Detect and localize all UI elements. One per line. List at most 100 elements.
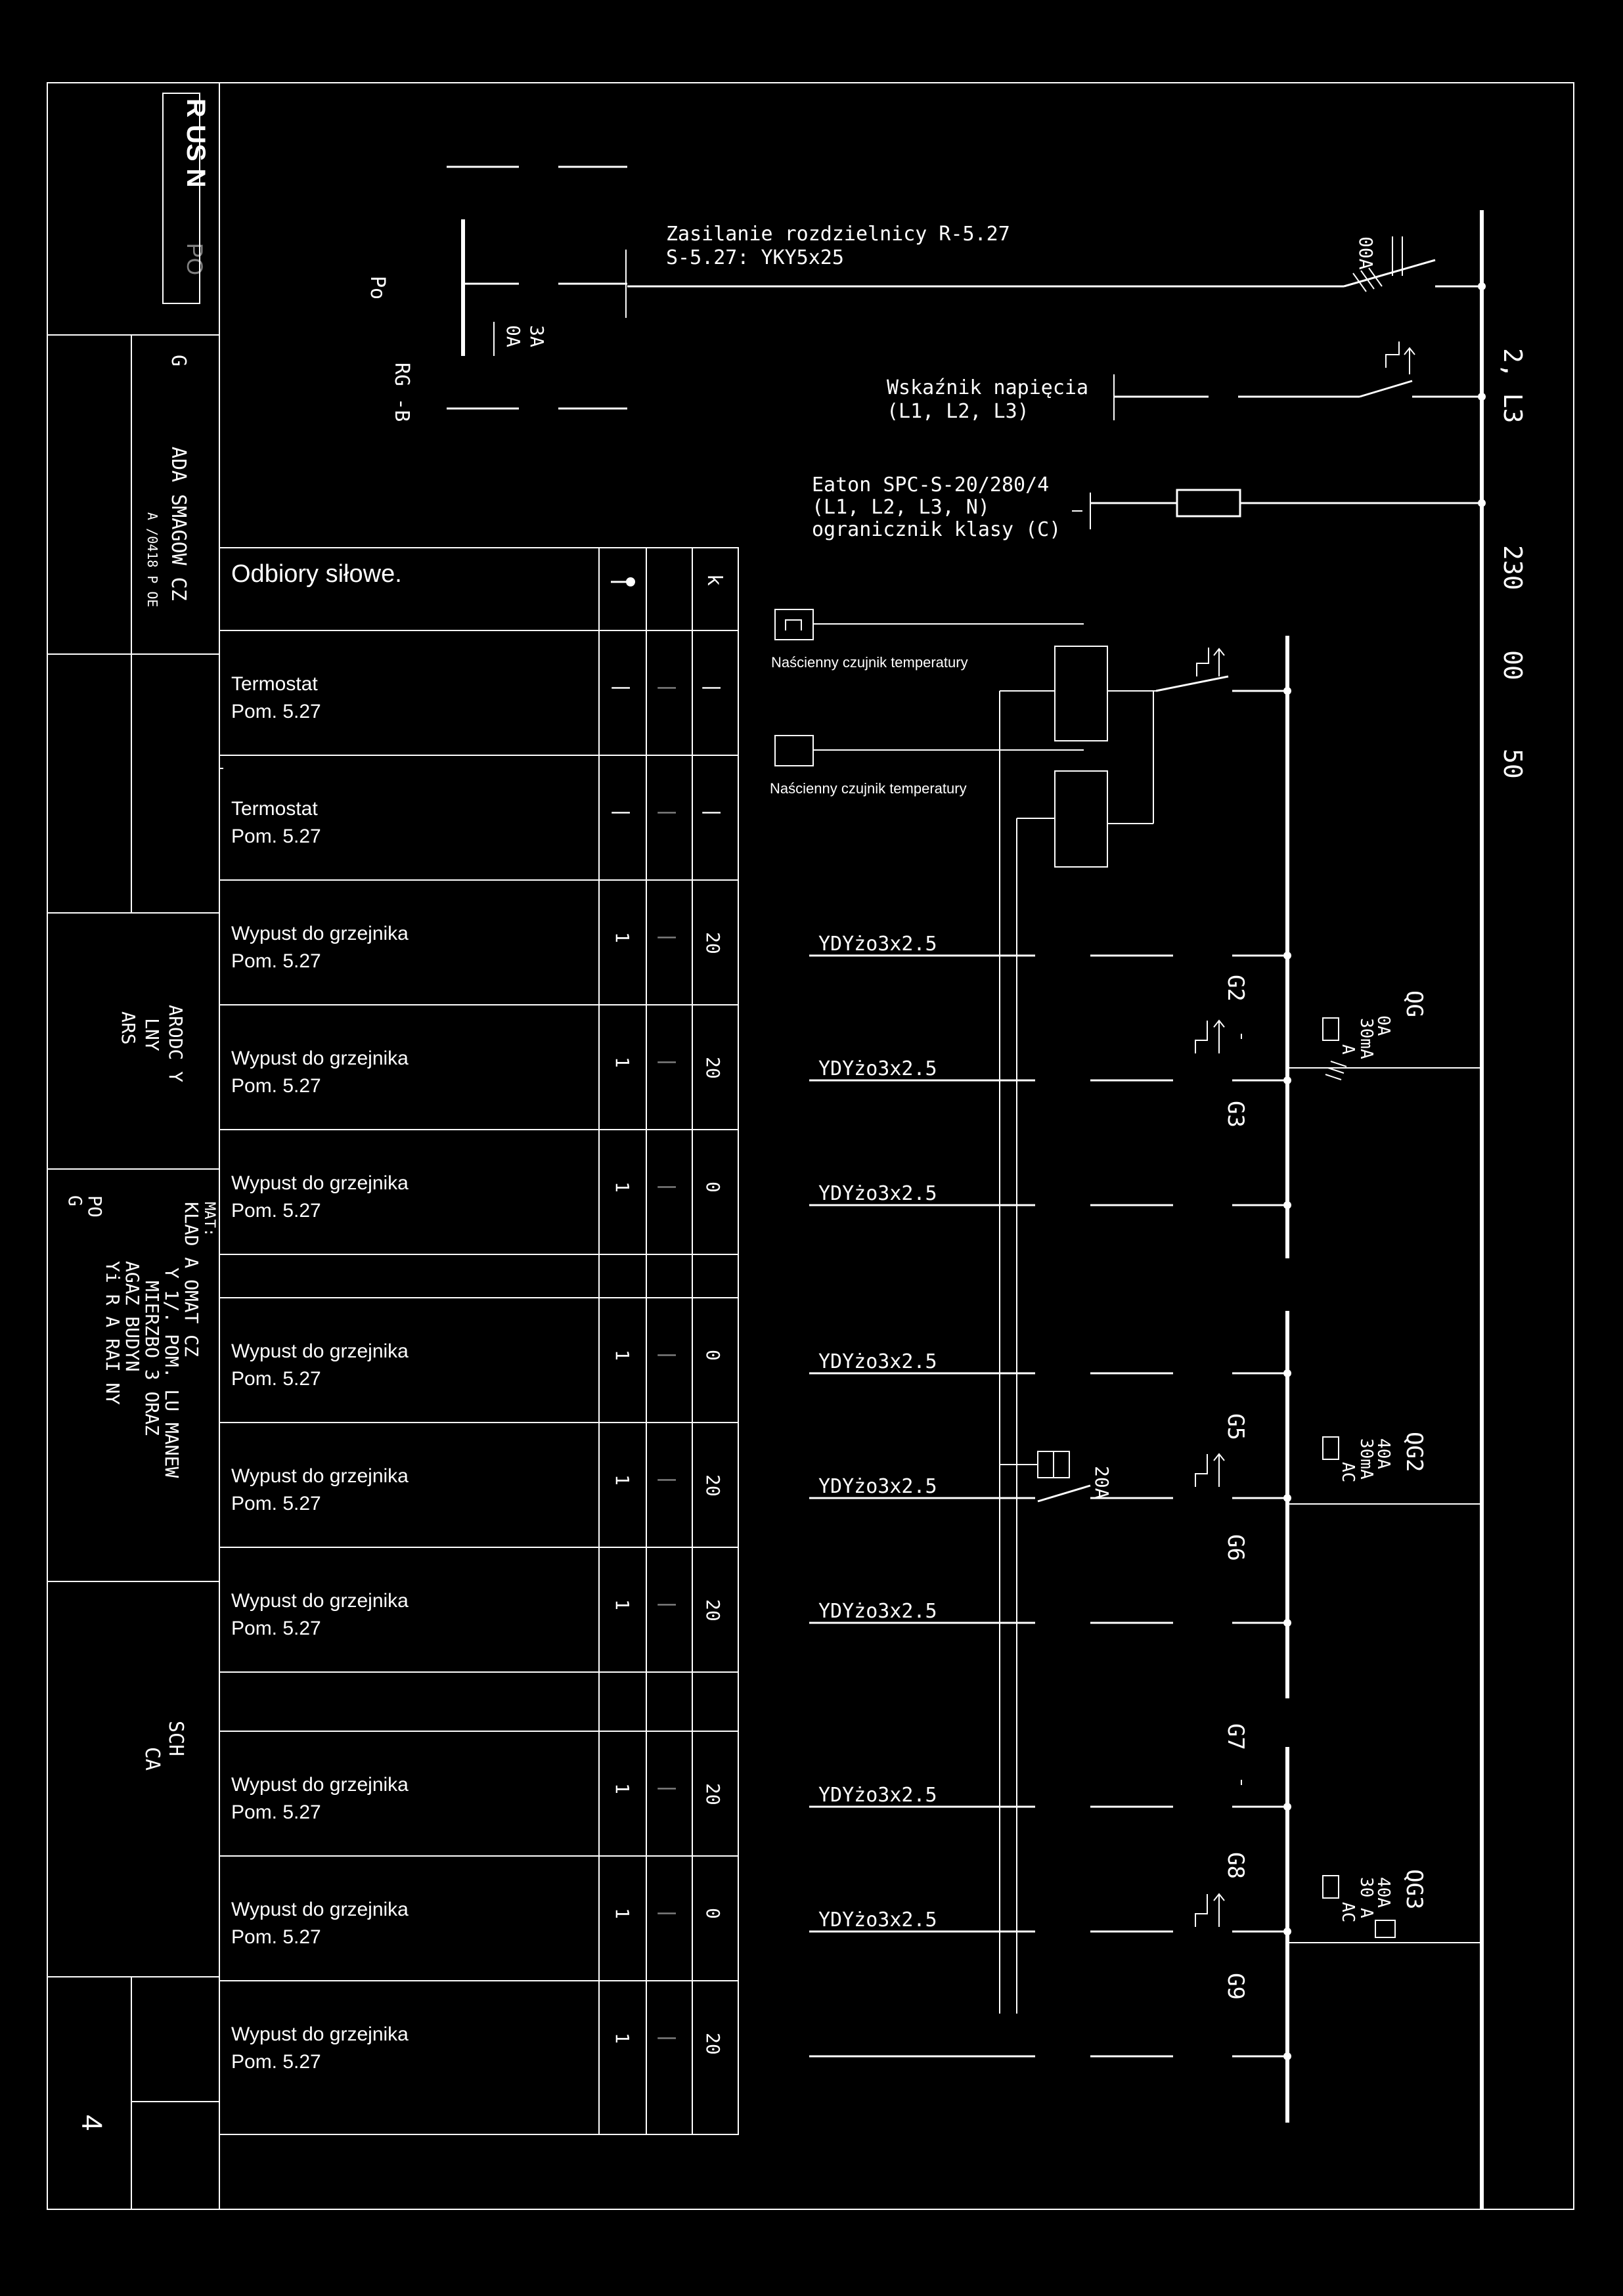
- bus-node: [1283, 2052, 1291, 2060]
- material-label: MAT:: [201, 1202, 217, 1237]
- material-line-7: G: [64, 1195, 86, 1206]
- row-cable-label: YDYżo3x2.5: [818, 933, 937, 956]
- row-col3: 20: [702, 1057, 724, 1079]
- row-col2: |: [657, 1181, 679, 1193]
- temp-sensor-1-icon: [774, 609, 814, 640]
- row-col1: 1: [611, 1057, 633, 1068]
- rcd-qg-sens: 30mA: [1356, 1018, 1376, 1059]
- contactor-coil-icon: [1037, 1451, 1054, 1478]
- row-col1: 1: [611, 1599, 633, 1610]
- row-label-2: Pom. 5.27: [231, 1200, 321, 1222]
- row-cable-label: YDYżo3x2.5: [818, 1475, 937, 1498]
- bus-node: [1283, 687, 1291, 695]
- breaker-g2-icon: [1195, 1019, 1225, 1053]
- rcd-qg3-name: QG3: [1401, 1869, 1427, 1909]
- row-col1: 1: [611, 1783, 633, 1794]
- bus-node: [1283, 1369, 1291, 1377]
- row-cable-label: YDYżo3x2.5: [818, 1600, 937, 1623]
- surge-arrester-icon: [1176, 489, 1241, 518]
- row-label-1: Wypust do grzejnika: [231, 1774, 409, 1796]
- company-logo-box: [162, 93, 200, 304]
- surge-label-3: ogranicznik klasy (C): [812, 518, 1061, 541]
- voltage-label: 230: [1498, 545, 1527, 590]
- indicator-label-2: (L1, L2, L3): [887, 400, 1029, 423]
- bus-node: [1283, 1928, 1291, 1935]
- breaker-g9-label: G9: [1222, 1973, 1249, 2000]
- row-col2: |: [657, 1350, 679, 1361]
- row-col1: 1: [611, 1474, 633, 1486]
- material-line-5: Yi R A RAI NY: [102, 1261, 123, 1405]
- bus-node: [1478, 499, 1486, 507]
- bus-node: [1283, 1201, 1291, 1209]
- temp-sensor-2-icon: [774, 735, 814, 766]
- contactor-coil-icon: [1053, 1451, 1070, 1478]
- row-label-1: Wypust do grzejnika: [231, 1048, 409, 1069]
- logo-text: R US N: [181, 99, 210, 188]
- rcd-pole-mark: [1327, 1067, 1345, 1074]
- row-col3: 20: [702, 1474, 724, 1497]
- material-line-2: Y 1/. POM. LU MANEW: [161, 1268, 183, 1478]
- fuse-rating-1: 3A: [526, 325, 548, 347]
- indicator-actuator-icon: [1385, 342, 1400, 368]
- row-label-2: Pom. 5.27: [231, 826, 321, 847]
- row-col3: 20: [702, 1783, 724, 1805]
- row-col1: 1: [611, 932, 633, 943]
- sensor-label-1: Naścienny czujnik temperatury: [771, 654, 968, 671]
- row-cable-label: YDYżo3x2.5: [818, 1182, 937, 1205]
- row-col2: |: [657, 2033, 679, 2044]
- fuse-rating-2: 0A: [502, 325, 524, 347]
- row-col3: 20: [702, 932, 724, 954]
- logo-small-text: PO: [182, 243, 207, 275]
- row-col1: 1: [611, 1908, 633, 1919]
- drawing-frame: [47, 82, 1574, 2210]
- breaker-g3-label: G3: [1222, 1101, 1249, 1128]
- thermo-actuator-icon: [1196, 648, 1209, 676]
- rcd-qg3-type-icon: [1322, 1875, 1339, 1899]
- row-col3: 0: [702, 1181, 724, 1193]
- current-label: 00: [1498, 650, 1527, 680]
- role-line-2: LNY: [141, 1018, 163, 1051]
- material-line-6: PO: [84, 1195, 106, 1218]
- row-label-2: Pom. 5.27: [231, 1075, 321, 1097]
- row-label-2: Pom. 5.27: [231, 950, 321, 972]
- rcd-qg-name: QG: [1401, 990, 1427, 1017]
- company-logo: R US N PO: [181, 99, 210, 275]
- row-col2: |: [657, 932, 679, 943]
- rcd-qg2-type: AC: [1338, 1462, 1358, 1482]
- bus-node: [1283, 952, 1291, 960]
- material-line-4: AGAZ BUDYN: [122, 1261, 143, 1372]
- row-label-1: Wypust do grzejnika: [231, 1465, 409, 1487]
- switch-pole-mark: [1352, 273, 1367, 292]
- row-label-1: Wypust do grzejnika: [231, 1590, 409, 1612]
- row-col1: 1: [611, 1350, 633, 1361]
- breaker-g5-label: G5: [1222, 1413, 1249, 1440]
- role-line-1: ARODC Y: [165, 1005, 187, 1082]
- row-cable-label: YDYżo3x2.5: [818, 1057, 937, 1080]
- row-col2: |: [657, 807, 679, 818]
- bus-node: [1478, 393, 1486, 401]
- row-col2: |: [657, 1474, 679, 1486]
- row-col1: |: [611, 682, 633, 694]
- row-col2: |: [657, 1057, 679, 1068]
- contactor-rating: 20A: [1091, 1466, 1113, 1499]
- rcd-qg2: QG2 40A 30mA AC: [1287, 1432, 1482, 1505]
- role-line-3: ARS: [118, 1011, 139, 1045]
- row-col2: |: [657, 682, 679, 694]
- breaker-g8-label: G8: [1222, 1852, 1249, 1879]
- rcd-qg3-sens: 30 A: [1356, 1877, 1376, 1918]
- thermostat-1-icon: [1054, 646, 1108, 741]
- row-cable-label: YDYżo3x2.5: [818, 1350, 937, 1373]
- row-label-1: Termostat: [231, 798, 318, 820]
- row-label-2: Pom. 5.27: [231, 1801, 321, 1823]
- title-block-g: G: [167, 355, 190, 366]
- row-cable-label: YDYżo3x2.5: [818, 1909, 937, 1932]
- designer-name: ADA SMAGOW CZ: [167, 447, 190, 601]
- indicator-arrow-icon: [1404, 347, 1415, 374]
